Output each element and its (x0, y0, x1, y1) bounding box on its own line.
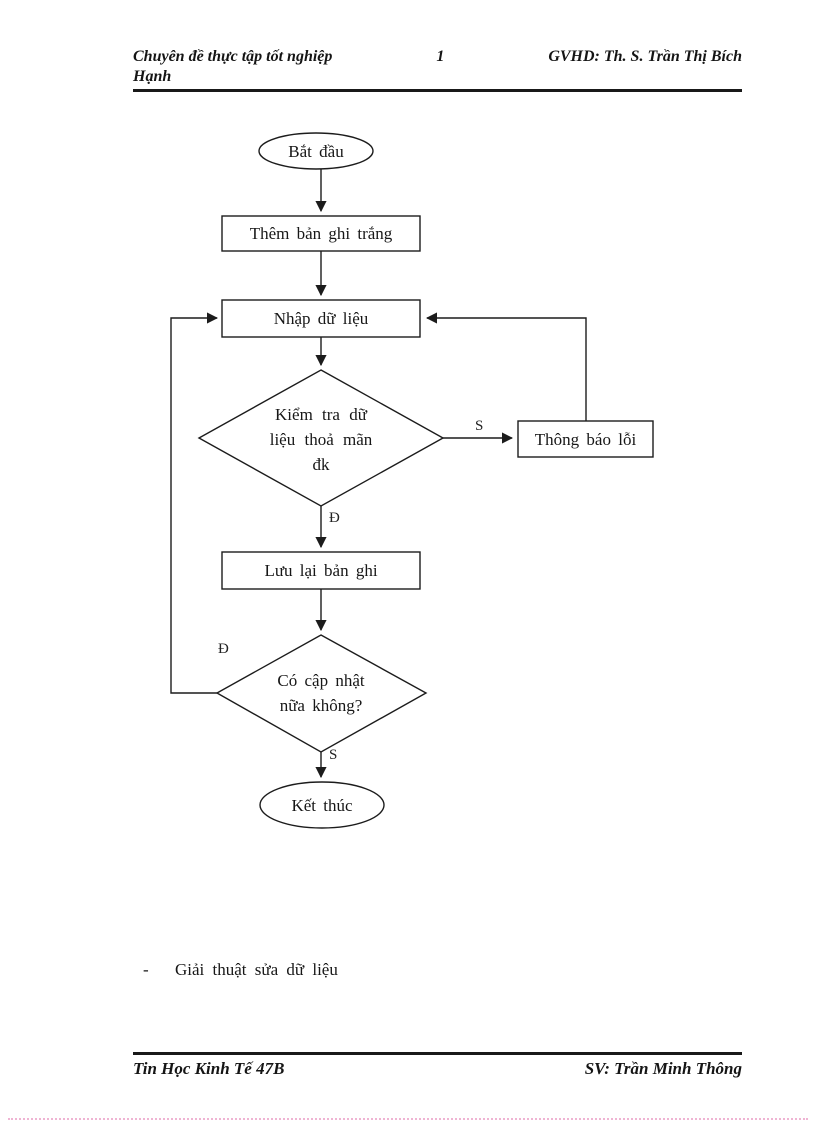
edge-error-to-input (425, 312, 587, 421)
add-record-node-label: Thêm bản ghi trắng (249, 224, 393, 243)
check-node-line3: đk (312, 454, 330, 474)
start-node-shape (258, 132, 374, 170)
footer-class-name: Tin Học Kinh Tế 47B (133, 1059, 285, 1078)
check-node-line2: liệu thoả mãn (269, 429, 373, 449)
save-node-label: Lưu lại bản ghi (264, 561, 378, 580)
footer-student-name: SV: Trần Minh Thông (584, 1059, 742, 1078)
bullet-dash: - (143, 960, 149, 979)
error-node-label: Thông báo lỗi (534, 429, 637, 449)
edge-label-check-fail: S (475, 418, 484, 434)
start-node-label: Bắt đầu (288, 141, 344, 161)
bullet-text: Giải thuật sửa dữ liệu (175, 960, 338, 979)
header-advisor-wrap: Hạnh (133, 68, 172, 85)
end-node-shape (259, 781, 385, 829)
page-header: Chuyên đề thực tập tốt nghiệp 1 GVHD: Th… (133, 48, 742, 92)
edge-update-to-input (170, 312, 219, 694)
update-node-line2: nữa không? (279, 696, 363, 715)
edge-label-update-no: S (329, 747, 338, 763)
update-node-line1: Có cập nhật (277, 671, 365, 690)
page-footer: Tin Học Kinh Tế 47B SV: Trần Minh Thông (133, 1052, 742, 1079)
bullet-item: - Giải thuật sửa dữ liệu (143, 960, 338, 980)
page-boundary-dots (8, 1118, 808, 1120)
edge-label-update-yes: Đ (218, 641, 229, 657)
edge-label-check-pass: Đ (329, 510, 340, 526)
header-course-title: Chuyên đề thực tập tốt nghiệp (133, 48, 333, 65)
header-advisor: GVHD: Th. S. Trần Thị Bích (548, 48, 742, 65)
footer-rule (133, 1052, 742, 1055)
update-node-label: Có cập nhật nữa không? (231, 667, 411, 719)
check-node-line1: Kiểm tra dữ (275, 404, 367, 424)
footer-row: Tin Học Kinh Tế 47B SV: Trần Minh Thông (133, 1059, 742, 1079)
input-node-label: Nhập dữ liệu (273, 309, 369, 328)
header-row: Chuyên đề thực tập tốt nghiệp 1 GVHD: Th… (133, 48, 742, 66)
end-node-label: Kết thúc (291, 795, 353, 815)
header-rule (133, 89, 742, 92)
header-page-number: 1 (436, 48, 445, 65)
check-node-label: Kiểm tra dữ liệu thoả mãn đk (241, 399, 401, 479)
